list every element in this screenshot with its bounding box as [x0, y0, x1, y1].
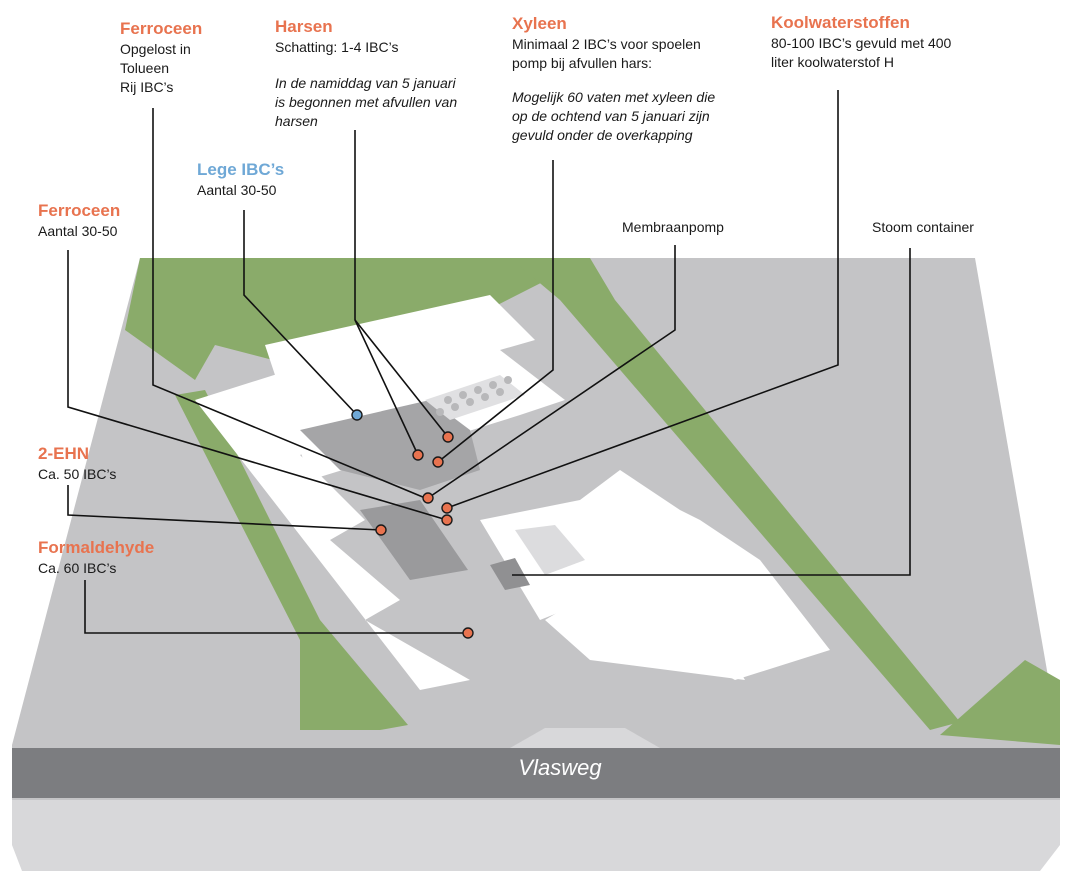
- leader-membraanpomp: [427, 245, 676, 499]
- leader-lines: [67, 90, 911, 634]
- callout-2ehn: 2-EHN Ca. 50 IBC’s: [38, 443, 116, 484]
- label-membraanpomp: Membraanpomp: [622, 219, 724, 235]
- callout-title: Lege IBC’s: [197, 160, 285, 179]
- building-left: [195, 370, 470, 690]
- marker-harsen-2: [412, 449, 424, 461]
- callout-ferroceen-top: Ferroceen Opgelost in Tolueen Rij IBC’s: [120, 18, 202, 97]
- label-stoom-container: Stoom container: [872, 219, 974, 235]
- marker-koolwaterstoffen: [441, 502, 453, 514]
- markers: [351, 409, 474, 639]
- road-join: [510, 728, 660, 748]
- marker-xyleen: [432, 456, 444, 468]
- tank-dots: [436, 376, 512, 416]
- callout-text: Aantal 30-50: [197, 182, 277, 198]
- marker-harsen-1: [442, 431, 454, 443]
- grey-patch: [515, 525, 585, 575]
- callout-text: 80-100 IBC’s gevuld met 400 liter koolwa…: [771, 35, 952, 70]
- leader-harsen-2: [354, 319, 449, 438]
- marker-membraanpomp: [422, 492, 434, 504]
- callout-title: Ferroceen: [38, 201, 121, 220]
- callout-lege-ibcs: Lege IBC’s Aantal 30-50: [197, 159, 284, 200]
- callout-text: Minimaal 2 IBC’s voor spoelen pomp bij a…: [512, 36, 701, 71]
- callout-harsen: Harsen Schatting: 1-4 IBC’s In de namidd…: [275, 16, 457, 131]
- marker-formaldehyde: [462, 627, 474, 639]
- callout-title: 2-EHN: [38, 444, 90, 463]
- callout-text: Ca. 50 IBC’s: [38, 466, 117, 482]
- ground-slab-side: [12, 800, 1060, 871]
- marker-ferroceen: [441, 514, 453, 526]
- leader-ferroceen-mid: [67, 250, 448, 521]
- grass-top: [125, 258, 590, 380]
- callout-text: Aantal 30-50: [38, 223, 118, 239]
- leader-xyleen: [437, 160, 554, 463]
- storage-zone: [360, 500, 468, 580]
- grass-left-strip: [175, 390, 408, 730]
- callout-note: Mogelijk 60 vaten met xyleen die op de o…: [512, 89, 716, 143]
- leader-stoom-container: [512, 248, 911, 576]
- callout-note: In de namiddag van 5 januari is begonnen…: [275, 75, 458, 129]
- callout-koolwaterstoffen: Koolwaterstoffen 80-100 IBC’s gevuld met…: [771, 12, 951, 72]
- callout-text: Opgelost in Tolueen Rij IBC’s: [120, 41, 191, 95]
- canopy-zone: [300, 400, 480, 490]
- grass-center-strip: [510, 258, 960, 730]
- leader-formaldehyde: [84, 580, 468, 634]
- callout-title: Koolwaterstoffen: [771, 13, 910, 32]
- callout-text: Schatting: 1-4 IBC’s: [275, 39, 399, 55]
- marker-2ehn: [375, 524, 387, 536]
- leader-koolwaterstoffen: [446, 90, 839, 509]
- marker-lege-ibcs: [351, 409, 363, 421]
- leader-ferroceen-top: [152, 108, 431, 501]
- callout-text: Ca. 60 IBC’s: [38, 560, 117, 576]
- grass-right: [940, 660, 1060, 745]
- tank-area: [425, 375, 525, 420]
- callout-ferroceen-mid: Ferroceen Aantal 30-50: [38, 200, 120, 241]
- building-bottom: [545, 575, 745, 680]
- callout-title: Harsen: [275, 17, 333, 36]
- callout-title: Ferroceen: [120, 19, 203, 38]
- callout-formaldehyde: Formaldehyde Ca. 60 IBC’s: [38, 537, 154, 578]
- leader-2ehn: [67, 485, 382, 531]
- pump-zone: [490, 558, 530, 590]
- callout-title: Xyleen: [512, 14, 567, 33]
- callout-xyleen: Xyleen Minimaal 2 IBC’s voor spoelen pom…: [512, 13, 715, 145]
- callout-title: Formaldehyde: [38, 538, 155, 557]
- road-name: Vlasweg: [518, 755, 602, 780]
- road: [12, 748, 1060, 798]
- leader-lege-ibcs: [243, 210, 358, 416]
